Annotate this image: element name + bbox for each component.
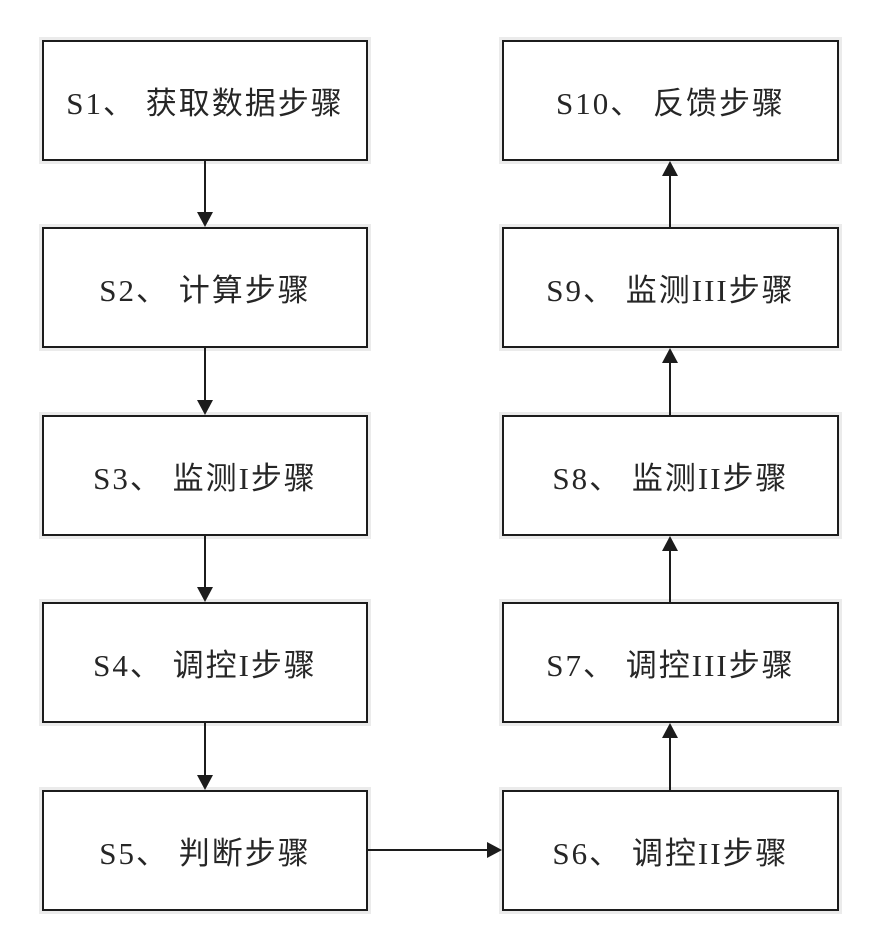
arrow-s7-s8-head-up-icon bbox=[662, 536, 678, 551]
flow-node-s6-label: S6、 调控II步骤 bbox=[552, 836, 789, 871]
arrow-s6-s7-line bbox=[669, 737, 671, 790]
flow-node-s7-label: S7、 调控III步骤 bbox=[546, 648, 795, 683]
arrow-s9-s10-head-up-icon bbox=[662, 161, 678, 176]
flow-node-s4-label: S4、 调控I步骤 bbox=[93, 648, 317, 683]
flow-node-s6: S6、 调控II步骤 bbox=[502, 790, 839, 911]
arrow-s4-s5-line bbox=[204, 723, 206, 776]
arrow-s5-s6-head-right-icon bbox=[487, 842, 502, 858]
flow-node-s1: S1、 获取数据步骤 bbox=[42, 40, 368, 161]
flow-node-s5-label: S5、 判断步骤 bbox=[99, 836, 311, 871]
flow-node-s5: S5、 判断步骤 bbox=[42, 790, 368, 911]
arrow-s3-s4-head-down-icon bbox=[197, 587, 213, 602]
flow-node-s3-label: S3、 监测I步骤 bbox=[93, 461, 317, 496]
arrow-s5-s6-line bbox=[368, 849, 488, 851]
arrow-s2-s3-head-down-icon bbox=[197, 400, 213, 415]
arrow-s8-s9-head-up-icon bbox=[662, 348, 678, 363]
flow-node-s3: S3、 监测I步骤 bbox=[42, 415, 368, 536]
arrow-s9-s10-line bbox=[669, 175, 671, 227]
flow-node-s10: S10、 反馈步骤 bbox=[502, 40, 839, 161]
arrow-s6-s7-head-up-icon bbox=[662, 723, 678, 738]
flow-node-s8-label: S8、 监测II步骤 bbox=[552, 461, 789, 496]
flow-node-s9-label: S9、 监测III步骤 bbox=[546, 273, 795, 308]
arrow-s3-s4-line bbox=[204, 536, 206, 588]
flow-node-s2-label: S2、 计算步骤 bbox=[99, 273, 311, 308]
arrow-s7-s8-line bbox=[669, 550, 671, 602]
flow-node-s8: S8、 监测II步骤 bbox=[502, 415, 839, 536]
flow-node-s4: S4、 调控I步骤 bbox=[42, 602, 368, 723]
flow-node-s10-label: S10、 反馈步骤 bbox=[556, 86, 785, 121]
flow-node-s1-label: S1、 获取数据步骤 bbox=[66, 86, 344, 121]
flow-node-s2: S2、 计算步骤 bbox=[42, 227, 368, 348]
arrow-s2-s3-line bbox=[204, 348, 206, 401]
arrow-s8-s9-line bbox=[669, 362, 671, 415]
arrow-s1-s2-head-down-icon bbox=[197, 212, 213, 227]
flow-node-s7: S7、 调控III步骤 bbox=[502, 602, 839, 723]
arrow-s4-s5-head-down-icon bbox=[197, 775, 213, 790]
arrow-s1-s2-line bbox=[204, 161, 206, 213]
flow-node-s9: S9、 监测III步骤 bbox=[502, 227, 839, 348]
